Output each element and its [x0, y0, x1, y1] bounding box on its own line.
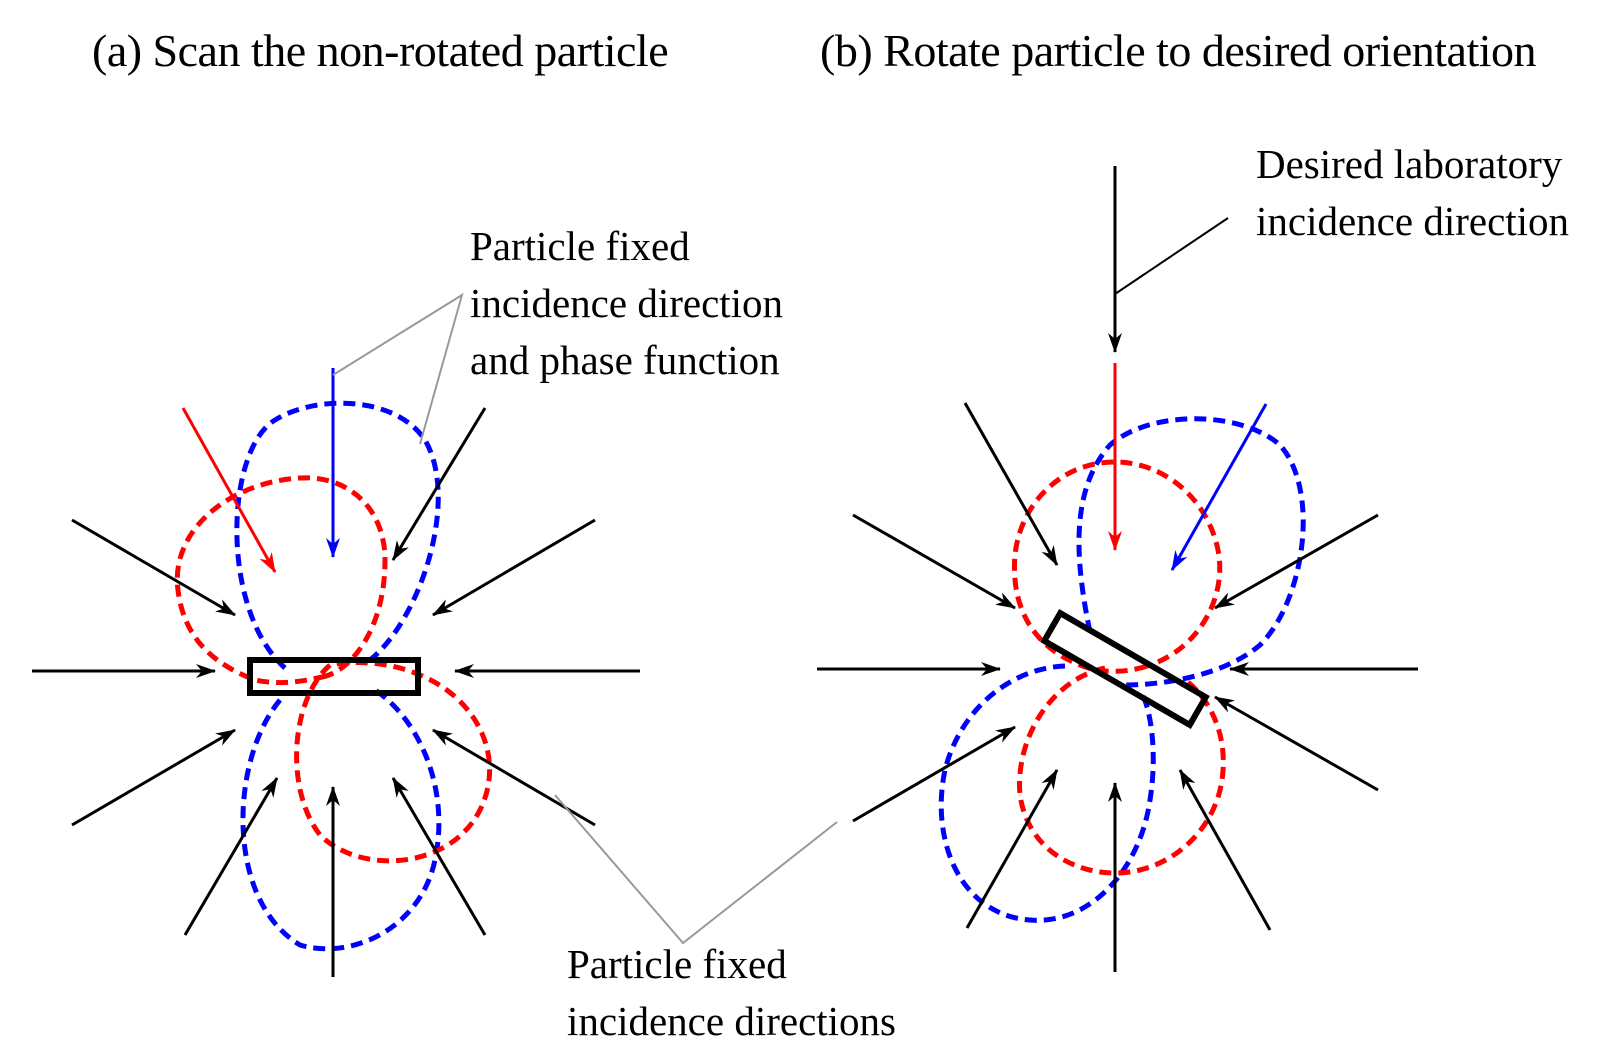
incidence-arrow [391, 407, 487, 561]
panel-a [32, 292, 640, 977]
particle-rotated [1040, 609, 1210, 729]
panel-a-caption: (a) Scan the non-rotated particle [92, 25, 669, 76]
phase-function-blue-lower [240, 687, 442, 952]
panel-b [817, 166, 1418, 972]
label-line: incidence directions [567, 998, 897, 1044]
blue-incidence-arrow [1170, 403, 1268, 571]
incidence-arrow [1178, 769, 1272, 931]
label-line: Particle fixed [567, 941, 787, 987]
incidence-arrow [965, 769, 1059, 929]
incidence-arrow [852, 513, 1016, 610]
label-line: Particle fixed [470, 223, 690, 269]
incidence-arrow [71, 518, 236, 617]
phase-function-blue-upper [234, 400, 441, 670]
particle-non-rotated [247, 657, 421, 696]
leader-line-desired-lab [1114, 217, 1229, 295]
panel-b-caption: (b) Rotate particle to desired orientati… [820, 25, 1537, 76]
incidence-arrow [183, 777, 279, 936]
label-line: incidence direction [470, 280, 784, 326]
red-incidence-arrow [181, 407, 277, 573]
label-line: Desired laboratory [1256, 141, 1563, 187]
incidence-arrow [432, 518, 596, 617]
label-line: incidence direction [1256, 198, 1570, 244]
incidence-arrow [391, 777, 487, 936]
label-particle-fixed-phase-function: Particle fixed incidence direction and p… [470, 218, 783, 389]
phase-function-red-lower [294, 659, 493, 864]
label-line: and phase function [470, 337, 780, 383]
phase-function-red-upper [174, 475, 388, 686]
incidence-arrow [71, 728, 236, 827]
leader-line-particle-fixed-directions [554, 794, 838, 945]
incidence-arrow [963, 402, 1059, 566]
leader-line-particle-fixed [332, 292, 464, 445]
phase-function-blue-upper [1076, 416, 1306, 688]
label-desired-lab-direction: Desired laboratory incidence direction [1256, 136, 1569, 250]
incidence-arrows-a [32, 407, 640, 977]
incidence-arrow [1214, 513, 1379, 610]
label-particle-fixed-directions: Particle fixed incidence directions [567, 936, 896, 1050]
incidence-arrow [1214, 695, 1379, 792]
phase-function-red-lower [1017, 665, 1226, 876]
incidence-arrow [432, 728, 596, 827]
incidence-arrow [852, 725, 1016, 823]
phase-function-blue-lower [938, 663, 1156, 923]
incidence-arrows-b [817, 402, 1418, 972]
